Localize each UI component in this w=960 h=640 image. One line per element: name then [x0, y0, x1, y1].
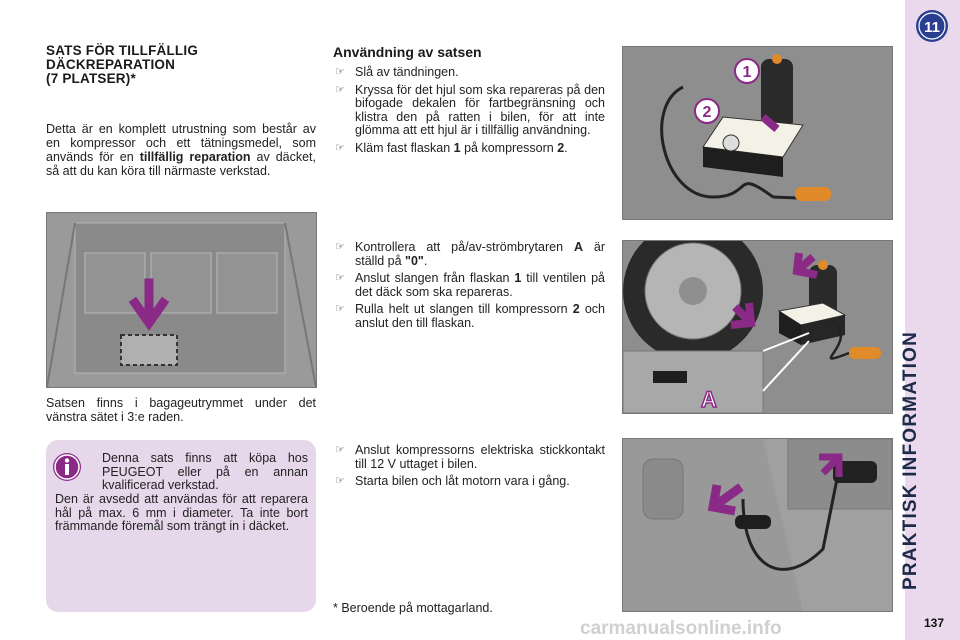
info-icon [52, 452, 82, 482]
steps-group-3: ☞Anslut kompressorns elektriska stickkon… [333, 443, 605, 493]
info-box [46, 440, 316, 612]
pointing-hand-icon: ☞ [335, 141, 345, 154]
usage-title: Användning av satsen [333, 44, 482, 60]
socket-figure [622, 438, 893, 612]
chapter-tab [905, 0, 960, 640]
arrow-icon [707, 483, 744, 516]
section-title-line-1: SATS FÖR TILLFÄLLIG [46, 43, 199, 58]
pointing-hand-icon: ☞ [335, 83, 345, 96]
pointing-hand-icon: ☞ [335, 272, 345, 284]
page-number: 137 [924, 616, 945, 630]
intro-text-2: av däcket, så att du kan köra till närma… [46, 150, 317, 178]
list-item: ☞Kryssa för det hjul som ska repareras p… [335, 82, 605, 137]
arrow-icon [819, 453, 843, 477]
watermark: carmanualsonline.info [580, 618, 782, 639]
chapter-badge: 11 [912, 8, 952, 44]
info-text-1: Denna sats finns att köpa hos PEUGEOT el… [102, 451, 308, 492]
pointing-hand-icon: ☞ [335, 303, 345, 315]
steps-group-2: ☞Kontrollera att på/av-strömbrytaren A ä… [333, 240, 605, 334]
pointing-hand-icon: ☞ [335, 66, 345, 78]
info-text-2: Den är avsedd att användas för att repar… [55, 492, 308, 533]
trunk-photo [46, 212, 317, 388]
badge-2: 2 [694, 98, 720, 124]
list-item: ☞Slå av tändningen. [335, 65, 459, 79]
list-item: ☞Starta bilen och låt motorn vara i gång… [335, 474, 570, 488]
steps-group-1: ☞Slå av tändningen. ☞Kryssa för det hjul… [333, 65, 605, 159]
kit-figure: 1 2 [622, 46, 893, 220]
arrow-down-icon [128, 278, 170, 331]
badge-A: A [700, 386, 718, 413]
pointing-hand-icon: ☞ [335, 241, 345, 253]
arrow-icon [730, 302, 756, 329]
pointing-hand-icon: ☞ [335, 444, 345, 456]
tyre-figure: A [622, 240, 893, 414]
arrow-icon [792, 252, 818, 279]
list-item: ☞Kontrollera att på/av-strömbrytaren A ä… [335, 240, 605, 268]
section-title: SATS FÖR TILLFÄLLIG DÄCKREPARATION (7 PL… [46, 44, 306, 86]
svg-text:11: 11 [924, 19, 940, 36]
svg-text:1: 1 [743, 64, 752, 81]
trunk-caption: Satsen finns i bagageutrymmet under det … [46, 396, 316, 424]
section-title-line-3: (7 PLATSER)* [46, 71, 136, 86]
list-item: ☞Anslut slangen från flaskan 1 till vent… [335, 271, 605, 299]
chapter-title: PRAKTISK INFORMATION [900, 330, 921, 590]
list-item: ☞Anslut kompressorns elektriska stickkon… [335, 443, 605, 471]
list-item: ☞Rulla helt ut slangen till kompressorn … [335, 302, 605, 330]
svg-text:A: A [701, 387, 717, 412]
list-item: ☞Kläm fast flaskan 1 på kompressorn 2. [335, 140, 568, 155]
intro-text-1: Detta är en komplett utrustning som best… [46, 122, 316, 164]
pointing-hand-icon: ☞ [335, 475, 345, 487]
intro-paragraph: Detta är en komplett utrustning som best… [46, 122, 316, 178]
section-title-line-2: DÄCKREPARATION [46, 57, 176, 72]
svg-text:2: 2 [703, 104, 712, 121]
badge-1: 1 [734, 58, 760, 84]
footnote: * Beroende på mottagarland. [333, 601, 493, 615]
intro-bold: tillfällig reparation [139, 150, 251, 164]
